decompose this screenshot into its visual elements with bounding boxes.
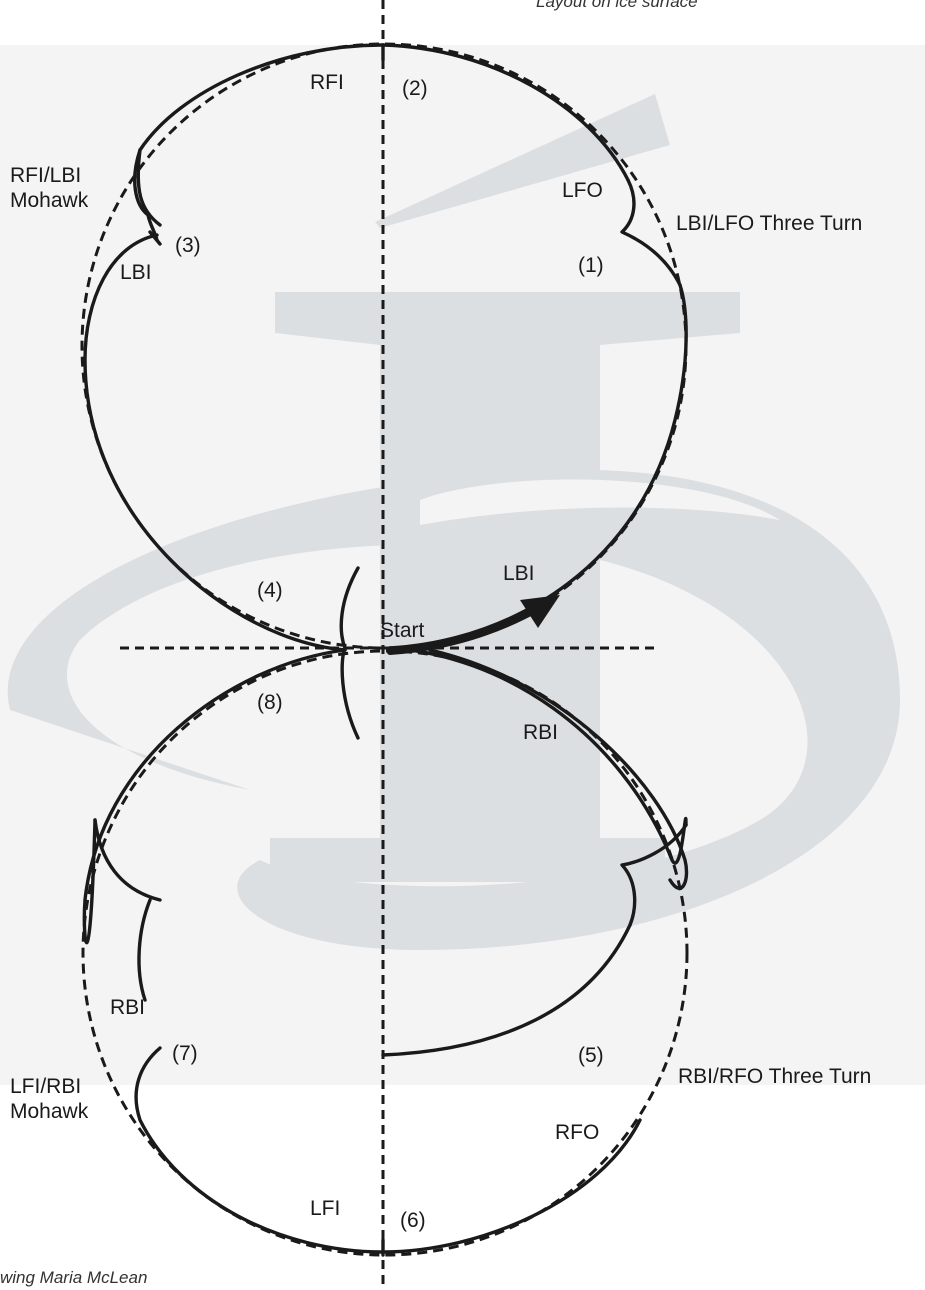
- label-rfi-lbi-mohawk: RFI/LBI Mohawk: [10, 163, 88, 213]
- label-lfi-bottom: LFI: [310, 1197, 341, 1220]
- label-rfi-lbi-mohawk-line2: Mohawk: [10, 189, 89, 212]
- path-lbi-start: [388, 283, 688, 650]
- label-rbi-mid: RBI: [523, 721, 559, 744]
- path-rbi-left: [82, 648, 347, 945]
- label-step-3: (3): [175, 234, 201, 257]
- path-mohawk-7: [93, 818, 162, 902]
- path-mohawk-3: [136, 148, 162, 227]
- label-lbi-left: LBI: [120, 261, 152, 284]
- label-rfi-lbi-mohawk-line1: RFI/LBI: [10, 164, 82, 187]
- label-step-4: (4): [257, 579, 283, 602]
- path-lfo-top: [381, 43, 630, 182]
- path-lfi-bottom: [134, 1046, 385, 1254]
- crossing-curve: [339, 566, 360, 740]
- label-lfi-rbi-mohawk-line2: Mohawk: [10, 1100, 89, 1123]
- path-mohawk-tick-7: [137, 898, 152, 1002]
- bottom-reference-circle: [81, 649, 689, 1257]
- label-lbi-arrow: LBI: [503, 562, 535, 585]
- path-three-turn-5: [620, 823, 688, 927]
- label-rfo-bottom: RFO: [555, 1121, 600, 1144]
- label-lfi-rbi-mohawk-line1: LFI/RBI: [10, 1075, 82, 1098]
- label-step-6: (6): [400, 1209, 426, 1232]
- path-lbi-left: [83, 233, 347, 652]
- label-step-2: (2): [402, 77, 428, 100]
- label-rbi-rfo-three-turn: RBI/RFO Three Turn: [678, 1065, 872, 1088]
- label-rfi-top: RFI: [310, 71, 344, 94]
- label-step-1: (1): [578, 254, 604, 277]
- path-rbi-right: [428, 648, 689, 890]
- label-lbi-lfo-three-turn: LBI/LFO Three Turn: [676, 212, 863, 235]
- label-step-5: (5): [578, 1044, 604, 1067]
- path-rfo-bottom: [381, 923, 632, 1057]
- path-rbi-mid: [388, 646, 688, 865]
- guide-lines: [120, 0, 655, 1290]
- path-mohawk-tick-3: [148, 230, 162, 246]
- skating-path: [82, 43, 689, 1257]
- label-lfi-rbi-mohawk: LFI/RBI Mohawk: [10, 1074, 88, 1124]
- caption-bottom: wing Maria McLean: [0, 1268, 148, 1287]
- label-rbi-left: RBI: [110, 996, 146, 1019]
- path-three-turn-1: [620, 178, 682, 287]
- path-turn-6: [381, 1118, 642, 1254]
- label-step-8: (8): [257, 691, 283, 714]
- label-lfo-top: LFO: [562, 179, 603, 202]
- label-step-7: (7): [172, 1042, 198, 1065]
- watermark-logo: [7, 94, 901, 950]
- label-start: Start: [380, 619, 425, 642]
- direction-arrow: [387, 595, 560, 655]
- caption-top: Layout on ice surface: [536, 0, 698, 11]
